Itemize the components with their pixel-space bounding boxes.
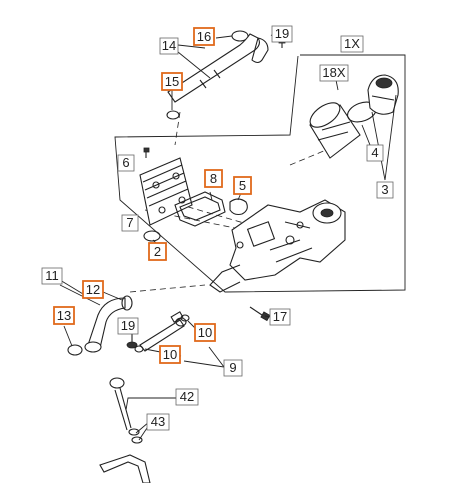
svg-text:8: 8	[210, 171, 217, 186]
part-18x-filter-element	[309, 102, 361, 159]
alignment-dash-3	[129, 284, 206, 293]
callout-5: 5	[233, 176, 252, 195]
callout-7: 7	[121, 214, 139, 232]
svg-text:4: 4	[371, 145, 378, 160]
svg-text:9: 9	[229, 360, 236, 375]
callout-4: 4	[366, 144, 384, 162]
callout-14: 14	[159, 37, 179, 55]
svg-text:10: 10	[163, 347, 177, 362]
svg-text:14: 14	[162, 38, 176, 53]
svg-text:18X: 18X	[322, 65, 345, 80]
part-43-oring-a	[128, 428, 140, 436]
svg-text:43: 43	[151, 414, 165, 429]
callout-9: 9	[223, 359, 243, 377]
svg-text:15: 15	[165, 74, 179, 89]
svg-text:11: 11	[45, 268, 59, 283]
svg-text:3: 3	[381, 182, 388, 197]
callout-19-upper: 19	[271, 25, 293, 43]
svg-text:10: 10	[198, 325, 212, 340]
part-15-seal	[166, 110, 180, 120]
svg-text:13: 13	[57, 308, 71, 323]
assembly-outline	[114, 54, 406, 293]
part-5-gasket	[229, 198, 248, 216]
callout-8: 8	[204, 169, 223, 188]
svg-text:16: 16	[197, 29, 211, 44]
svg-text:19: 19	[275, 26, 289, 41]
part-14-coolant-pipe	[167, 33, 269, 103]
part-43-oring-b	[131, 436, 143, 444]
svg-text:6: 6	[122, 155, 129, 170]
leader-lines	[59, 34, 397, 441]
callout-10-lower: 10	[159, 345, 181, 364]
callout-10-upper: 10	[194, 323, 216, 342]
part-12-seal	[121, 295, 133, 311]
part-6-screw	[143, 147, 150, 158]
callout-19-lower: 19	[117, 317, 139, 335]
svg-text:12: 12	[86, 282, 100, 297]
callout-43: 43	[146, 413, 170, 431]
callout-18x: 18X	[319, 64, 349, 82]
callout-42: 42	[175, 388, 199, 406]
callout-17: 17	[269, 308, 291, 326]
svg-text:5: 5	[239, 178, 246, 193]
part-13-oring	[67, 344, 83, 356]
part-3-filter-cap	[367, 74, 399, 115]
svg-text:19: 19	[121, 318, 135, 333]
callout-16: 16	[193, 27, 215, 46]
part-8-gasket	[174, 191, 226, 227]
alignment-dash-5	[174, 111, 181, 146]
part-2-oring	[143, 230, 161, 242]
callout-15: 15	[161, 72, 183, 91]
callout-11: 11	[41, 267, 63, 285]
part-10-seal-upper	[180, 314, 190, 322]
callout-3: 3	[376, 181, 394, 199]
svg-text:2: 2	[154, 244, 161, 259]
part-11-coolant-elbow	[84, 297, 126, 353]
part-42-dipstick-tube	[109, 377, 132, 431]
svg-text:1X: 1X	[344, 36, 360, 51]
callout-12: 12	[82, 280, 104, 299]
part-10-seal-lower	[134, 345, 144, 353]
part-17-bolt	[249, 306, 271, 322]
svg-text:17: 17	[273, 309, 287, 324]
callout-1x: 1X	[340, 35, 364, 53]
part-7-oil-cooler	[139, 157, 193, 226]
svg-text:42: 42	[180, 389, 194, 404]
oil-filter-housing	[209, 199, 346, 293]
callout-13: 13	[53, 306, 75, 325]
callouts: 1X 14 16 19 15 18X 4 3 6 8 5 7 2 11 12 1…	[41, 25, 394, 431]
svg-text:7: 7	[126, 215, 133, 230]
callout-6: 6	[117, 154, 135, 172]
callout-2: 2	[148, 242, 167, 261]
lower-tube	[99, 454, 151, 483]
